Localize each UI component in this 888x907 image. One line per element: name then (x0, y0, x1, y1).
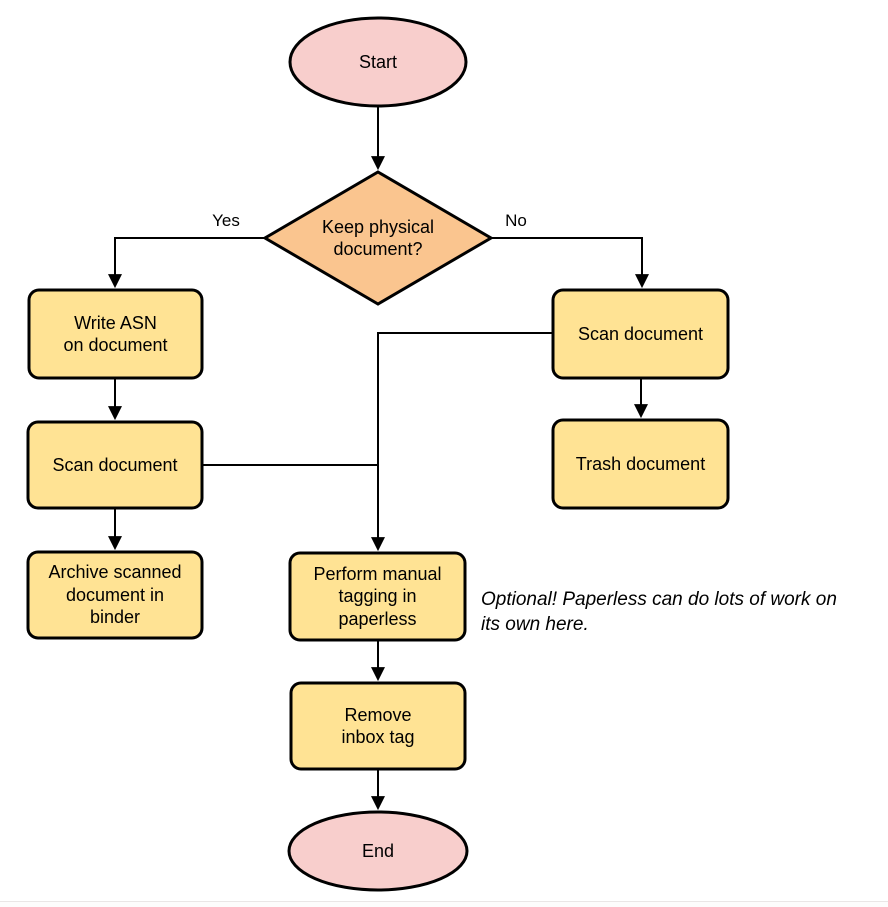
end-terminal-shape (287, 810, 469, 892)
process-box-trash (551, 418, 730, 510)
process-box-remove-inbox (289, 681, 467, 771)
edge-yes-branch (108, 237, 266, 289)
decision-diamond-shape (262, 170, 494, 306)
start-terminal-shape (288, 16, 468, 108)
bottom-divider (0, 901, 888, 907)
process-box-tagging (288, 551, 467, 642)
optional-annotation: Optional! Paperless can do lots of work … (481, 589, 837, 636)
process-box-scan-right (551, 288, 730, 380)
process-box-scan-left (26, 420, 204, 510)
process-box-write-asn (27, 288, 204, 380)
process-box-archive (26, 550, 204, 640)
edge-no-branch (490, 237, 649, 289)
edge-scanright-to-tagging (371, 332, 553, 552)
